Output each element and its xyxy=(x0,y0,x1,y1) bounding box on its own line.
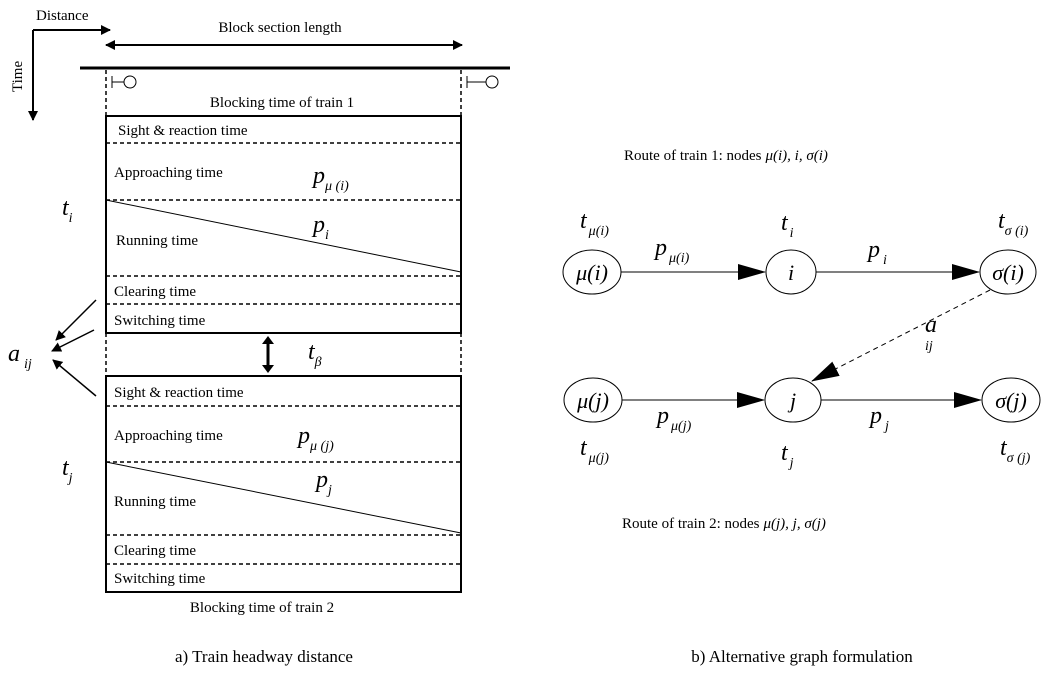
svg-text:σ(j): σ(j) xyxy=(995,388,1027,413)
train2-p: pj xyxy=(314,467,332,498)
train2-footer: Blocking time of train 2 xyxy=(190,600,334,616)
svg-text:j: j xyxy=(787,388,796,413)
gap-section: tβ xyxy=(105,333,462,376)
edge-alternative-a-ij xyxy=(811,289,991,382)
caption-b: b) Alternative graph formulation xyxy=(691,647,913,666)
node-mu-i: μ(i) xyxy=(562,249,622,295)
block-section-length: Block section length xyxy=(105,20,463,50)
train2-running-line xyxy=(105,461,462,534)
train1-row-approach: Approaching time xyxy=(114,165,223,181)
train1-p-mu: pμ (i) xyxy=(311,163,349,194)
train1-row-switching: Switching time xyxy=(114,313,206,329)
track xyxy=(80,66,510,116)
node-sigma-i: σ(i) xyxy=(979,249,1037,295)
train2-box xyxy=(105,375,462,593)
train2-t: tj xyxy=(62,455,73,486)
time-label: Time xyxy=(10,61,26,92)
train1-blocking-time: Sight & reaction time Approaching time R… xyxy=(62,115,462,334)
train2-row-running: Running time xyxy=(114,494,196,510)
train1-box xyxy=(105,115,462,334)
time-sigma-i: tσ (i) xyxy=(998,208,1029,239)
train1-header: Blocking time of train 1 xyxy=(210,95,354,111)
signal-left-icon xyxy=(111,75,137,89)
node-j: j xyxy=(764,377,822,423)
caption-a: a) Train headway distance xyxy=(175,647,353,666)
train2-blocking-time: Sight & reaction time Approaching time R… xyxy=(62,375,462,593)
axes: Distance Time xyxy=(10,8,111,121)
train1-row-running: Running time xyxy=(116,233,198,249)
train2-row-sight: Sight & reaction time xyxy=(114,385,244,401)
train2-row-clearing: Clearing time xyxy=(114,543,196,559)
double-arrow-icon xyxy=(262,336,274,373)
node-mu-j: μ(j) xyxy=(563,377,623,423)
distance-label: Distance xyxy=(36,8,89,24)
t-beta: tβ xyxy=(308,339,322,370)
svg-text:σ(i): σ(i) xyxy=(992,260,1024,285)
svg-text:μ(j): μ(j) xyxy=(576,388,609,413)
block-section-label: Block section length xyxy=(218,20,342,36)
train2-p-mu: pμ (j) xyxy=(296,423,334,454)
node-sigma-j: σ(j) xyxy=(981,377,1041,423)
signal-right-icon xyxy=(466,75,499,89)
time-sigma-j: tσ (j) xyxy=(1000,435,1031,466)
train1-running-line xyxy=(105,199,462,273)
train2-row-switching: Switching time xyxy=(114,571,206,587)
train1-row-sight: Sight & reaction time xyxy=(118,123,248,139)
svg-text:i: i xyxy=(788,260,794,285)
node-i: i xyxy=(765,249,817,295)
train1-p: pi xyxy=(311,212,329,243)
train2-row-approach: Approaching time xyxy=(114,428,223,444)
train1-row-clearing: Clearing time xyxy=(114,284,196,300)
train1-t: ti xyxy=(62,195,73,226)
svg-text:μ(i): μ(i) xyxy=(575,260,608,285)
